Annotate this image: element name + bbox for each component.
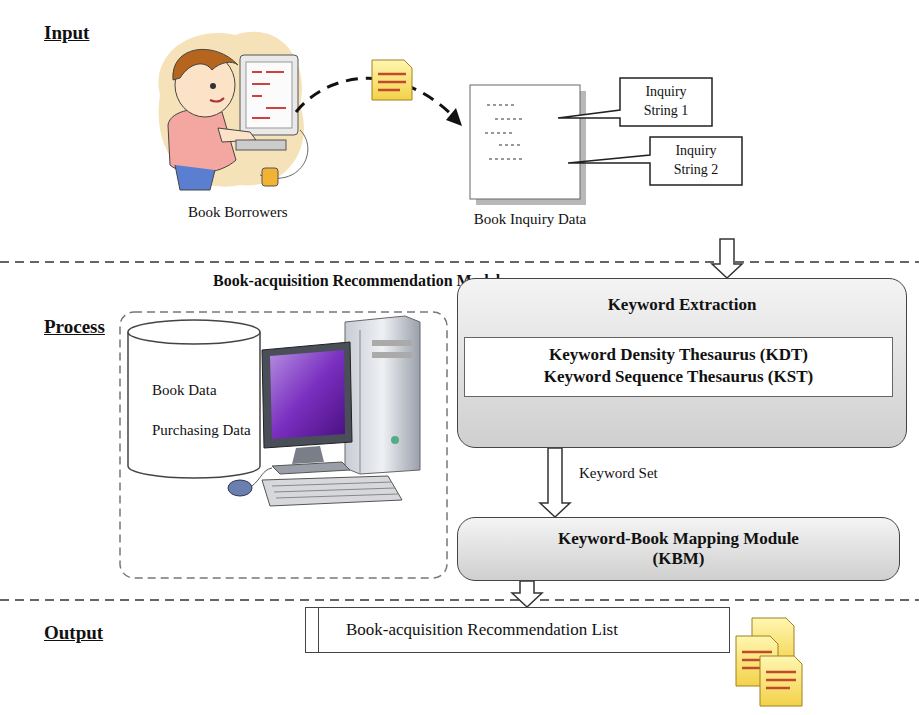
section-divider <box>0 599 919 601</box>
arrow-head <box>446 108 462 126</box>
list-margin-line <box>318 608 319 652</box>
database-outline <box>128 320 260 478</box>
system-group <box>120 312 447 578</box>
output-list: Book-acquisition Recommendation List <box>305 607 730 653</box>
model-heading: Book-acquisition Recommendation Model <box>213 272 500 290</box>
node-text: Keyword Sequence Thesaurus (KST) <box>475 366 882 388</box>
node-text: Purchasing Data <box>152 422 251 439</box>
node-text: Keyword-Book Mapping Module (KBM) <box>544 529 814 570</box>
node-text: Book-acquisition Recommendation List <box>346 620 618 640</box>
document-stack-icon <box>736 618 802 706</box>
node-text: Book Data <box>152 382 217 399</box>
block-arrow <box>540 448 570 517</box>
database-cylinder: Book DataPurchasing Data <box>128 320 260 478</box>
note-icon <box>372 60 412 100</box>
node-text: Keyword Density Thesaurus (KDT) <box>475 344 882 366</box>
node-text: Keyword Extraction <box>458 295 906 315</box>
section-divider <box>0 261 919 263</box>
section-label: Process <box>44 316 105 338</box>
section-label: Input <box>44 22 89 44</box>
actor-caption: Book Borrowers <box>188 204 288 221</box>
process-box: Keyword ExtractionKeyword Density Thesau… <box>457 278 907 448</box>
callout-box: Inquiry String 2 <box>650 137 742 185</box>
block-arrow <box>712 239 742 278</box>
borrower-illustration <box>158 32 307 190</box>
callout-box: Inquiry String 1 <box>620 78 712 126</box>
thesaurus-box: Keyword Density Thesaurus (KDT)Keyword S… <box>464 337 893 397</box>
node-text: Inquiry String 1 <box>630 83 702 121</box>
process-box: Keyword-Book Mapping Module (KBM) <box>457 517 900 581</box>
block-arrow <box>512 581 542 607</box>
section-label: Output <box>44 622 103 644</box>
edge-label: Keyword Set <box>577 465 660 482</box>
node-text: Book Inquiry Data <box>455 211 605 228</box>
node-text: Inquiry String 2 <box>660 142 732 180</box>
